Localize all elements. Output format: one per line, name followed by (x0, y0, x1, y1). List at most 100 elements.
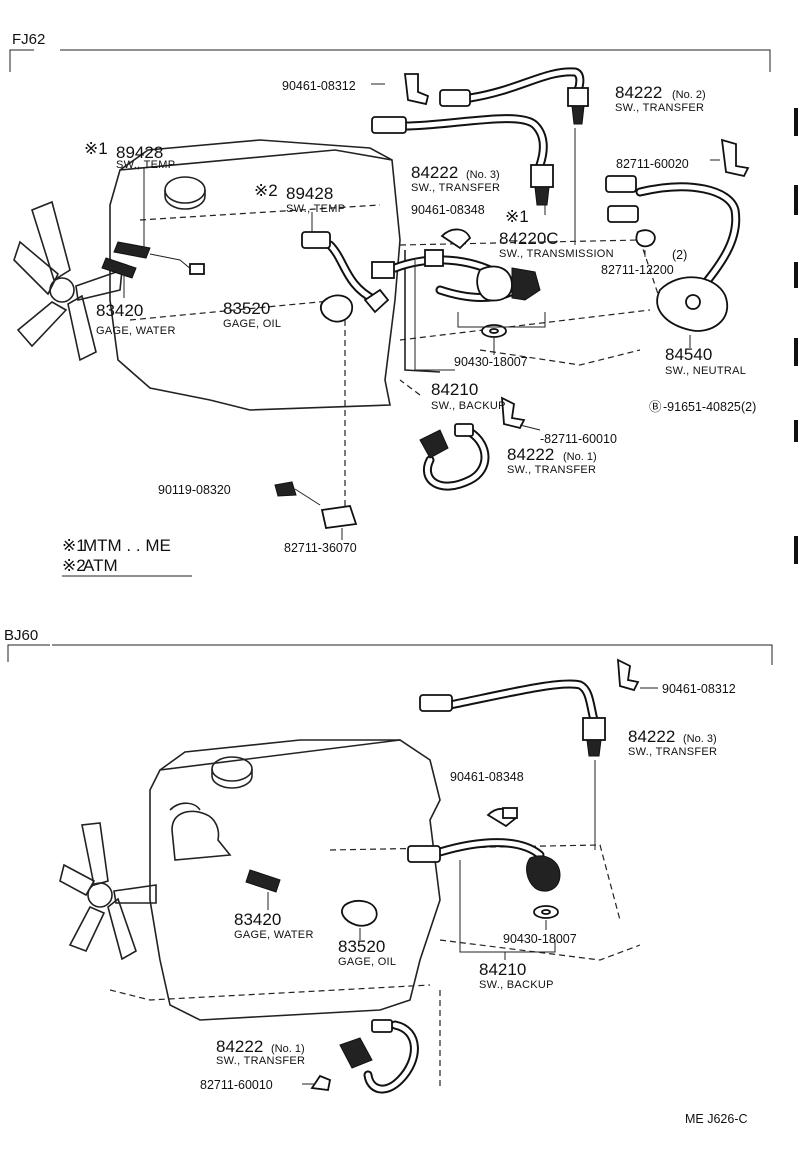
section-title-fj62: FJ62 (12, 31, 45, 48)
connector-icon (605, 175, 637, 193)
svg-text:SW., BACKUP: SW., BACKUP (479, 979, 554, 991)
figure-code: ME J626-C (685, 1112, 748, 1126)
legend-mark-1: ※1 (62, 536, 86, 555)
mark-1: ※1 (84, 139, 108, 158)
svg-text:SW., BACKUP: SW., BACKUP (431, 400, 506, 412)
fj62-labels: 90461-08312 84222 (No. 2) SW., TRANSFER … (84, 79, 756, 555)
clip-icon (310, 1074, 332, 1091)
svg-text:(No. 3): (No. 3) (466, 169, 500, 181)
label-84210: 84210 (431, 380, 478, 399)
svg-text:GAGE, WATER: GAGE, WATER (234, 929, 314, 941)
backup-switch-icon (526, 855, 561, 892)
transfer-switch-no1-icon (339, 1037, 373, 1069)
mark-2: ※2 (254, 181, 278, 200)
clamp-icon (320, 505, 358, 530)
water-gage-icon (113, 241, 151, 259)
svg-text:GAGE, OIL: GAGE, OIL (338, 956, 396, 968)
fj62-section: FJ62 (9, 31, 798, 577)
svg-text:SW., NEUTRAL: SW., NEUTRAL (665, 365, 746, 377)
label-84222-no2: 84222 (615, 83, 662, 102)
label-84540: 84540 (665, 345, 712, 364)
label-82711-60010: 82711-60010 (200, 1078, 273, 1092)
section-bracket-fj62 (9, 49, 771, 72)
label-90461-08348: 90461-08348 (450, 770, 524, 784)
bolt-icon (274, 481, 297, 497)
section-title-bj60: BJ60 (4, 627, 38, 644)
clip-icon (500, 396, 526, 430)
transfer-switch-no3-icon (582, 717, 606, 741)
label-83420: 83420 (234, 910, 281, 929)
svg-text:(No. 1): (No. 1) (271, 1043, 305, 1055)
clip-icon (403, 73, 430, 106)
label-82711-60020: 82711-60020 (616, 157, 689, 171)
svg-text:SW., TRANSFER: SW., TRANSFER (411, 182, 500, 194)
engine-outline-bj60 (109, 739, 641, 1021)
connector-icon (439, 89, 471, 107)
backup-switch-icon (476, 265, 513, 302)
connector-icon (371, 261, 395, 279)
label-82711-12200: 82711-12200 (601, 263, 674, 277)
label-90461-08312: 90461-08312 (662, 682, 736, 696)
svg-text:SW., TEMP: SW., TEMP (116, 159, 175, 171)
transfer-switch-no1-icon (419, 429, 449, 459)
section-bracket-bj60 (7, 644, 773, 665)
leader-lines-bj60 (267, 687, 658, 1090)
svg-text:(2): (2) (672, 248, 687, 262)
svg-text:(No. 2): (No. 2) (672, 89, 706, 101)
label-90430-18007: 90430-18007 (503, 932, 577, 946)
mark-1-trans: ※1 (505, 207, 529, 226)
oil-gage-icon (341, 899, 378, 927)
connector-icon (371, 116, 407, 134)
svg-text:SW., TRANSMISSION: SW., TRANSMISSION (499, 248, 614, 260)
label-83520: 83520 (338, 937, 385, 956)
clamp-icon (635, 229, 656, 248)
label-90119-08320: 90119-08320 (158, 483, 231, 497)
oil-gage-icon (319, 294, 353, 323)
clip-icon (720, 138, 750, 178)
legend-mark-2: ※2 (62, 556, 86, 575)
label-82711-60010: -82711-60010 (540, 432, 617, 446)
transfer-switch-no3-icon (530, 164, 554, 188)
label-90461-08312: 90461-08312 (282, 79, 356, 93)
wiring-harness-bj60 (363, 679, 599, 1094)
svg-text:(No. 1): (No. 1) (563, 451, 597, 463)
right-edge-marks (794, 108, 798, 564)
svg-text:SW., TEMP: SW., TEMP (286, 203, 345, 215)
components-fj62 (101, 73, 750, 530)
components-bj60 (245, 658, 640, 1091)
label-83520: 83520 (223, 299, 270, 318)
cooling-fan-fj62 (13, 200, 123, 362)
thermostat-housing-icon (171, 810, 232, 861)
transfer-switch-no2-icon (567, 87, 589, 107)
leader-lines-fj62 (123, 83, 720, 540)
label-84222-no3: 84222 (628, 727, 675, 746)
label-89428-mtm: 89428 (116, 143, 163, 162)
mark-b: Ⓑ (649, 400, 662, 414)
svg-text:SW., TRANSFER: SW., TRANSFER (615, 102, 704, 114)
svg-text:SW., TRANSFER: SW., TRANSFER (507, 464, 596, 476)
connector-icon (424, 249, 444, 267)
label-83420: 83420 (96, 301, 143, 320)
cooling-fan-bj60 (59, 822, 157, 961)
label-84210: 84210 (479, 960, 526, 979)
svg-text:SW., TRANSFER: SW., TRANSFER (628, 746, 717, 758)
label-84222-no3: 84222 (411, 163, 458, 182)
svg-text:(No. 3): (No. 3) (683, 733, 717, 745)
connector-icon (607, 205, 639, 223)
label-91651-40825: -91651-40825 (663, 400, 741, 414)
label-84222-no1: 84222 (216, 1037, 263, 1056)
bj60-section: BJ60 (4, 627, 773, 1094)
transmission-switch-icon (511, 267, 541, 301)
label-89428-atm: 89428 (286, 184, 333, 203)
water-gage-icon (245, 869, 281, 893)
svg-text:GAGE, OIL: GAGE, OIL (223, 318, 281, 330)
svg-text:GAGE, WATER: GAGE, WATER (96, 325, 176, 337)
legend-text-2: ATM (83, 556, 118, 575)
engine-outline-fj62 (109, 139, 661, 411)
legend: ※1 MTM . . ME ※2 ATM (62, 536, 192, 577)
clip-icon (440, 228, 472, 250)
label-84220c: 84220C (499, 229, 559, 248)
bj60-labels: 90461-08312 84222 (No. 3) SW., TRANSFER … (200, 682, 736, 1092)
label-90461-08348: 90461-08348 (411, 203, 485, 217)
